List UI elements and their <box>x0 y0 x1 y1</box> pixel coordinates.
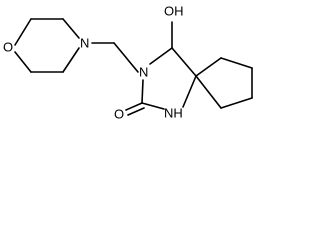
bond-spiro-cp1 <box>195 57 222 77</box>
structure-drawing: O N N OH O NH <box>3 3 253 121</box>
morpholine-nitrogen-label: N <box>80 35 89 50</box>
bond-carbonyl-o-b <box>127 107 145 116</box>
bond-carbonyl-o-a <box>125 102 143 111</box>
bond-cp4-spiro <box>195 75 222 109</box>
bond-o-c1 <box>14 18 32 46</box>
bond-c2-nmorph <box>62 18 80 39</box>
carbonyl-oxygen-label: O <box>114 106 124 121</box>
bond-nmorph-c3 <box>62 47 80 73</box>
ring-nitrogen-label: N <box>139 64 148 79</box>
hydroxyl-label: OH <box>164 3 184 18</box>
bond-nring-choh <box>149 47 173 65</box>
bond-choh-spiro <box>171 47 197 77</box>
molecule-canvas: O N N OH O NH <box>0 0 277 127</box>
bond-cp3-cp4 <box>220 97 253 109</box>
bond-carbonyl-nring <box>141 79 144 104</box>
bond-cp1-cp2 <box>220 57 253 69</box>
amide-nh-label: NH <box>164 105 183 120</box>
bond-c4-o <box>14 51 32 73</box>
bond-spiro-nh <box>182 75 197 108</box>
ring-oxygen-label: O <box>3 39 13 54</box>
bond-nh-carbonyl <box>141 102 165 110</box>
bond-ch2-nring <box>113 42 139 73</box>
